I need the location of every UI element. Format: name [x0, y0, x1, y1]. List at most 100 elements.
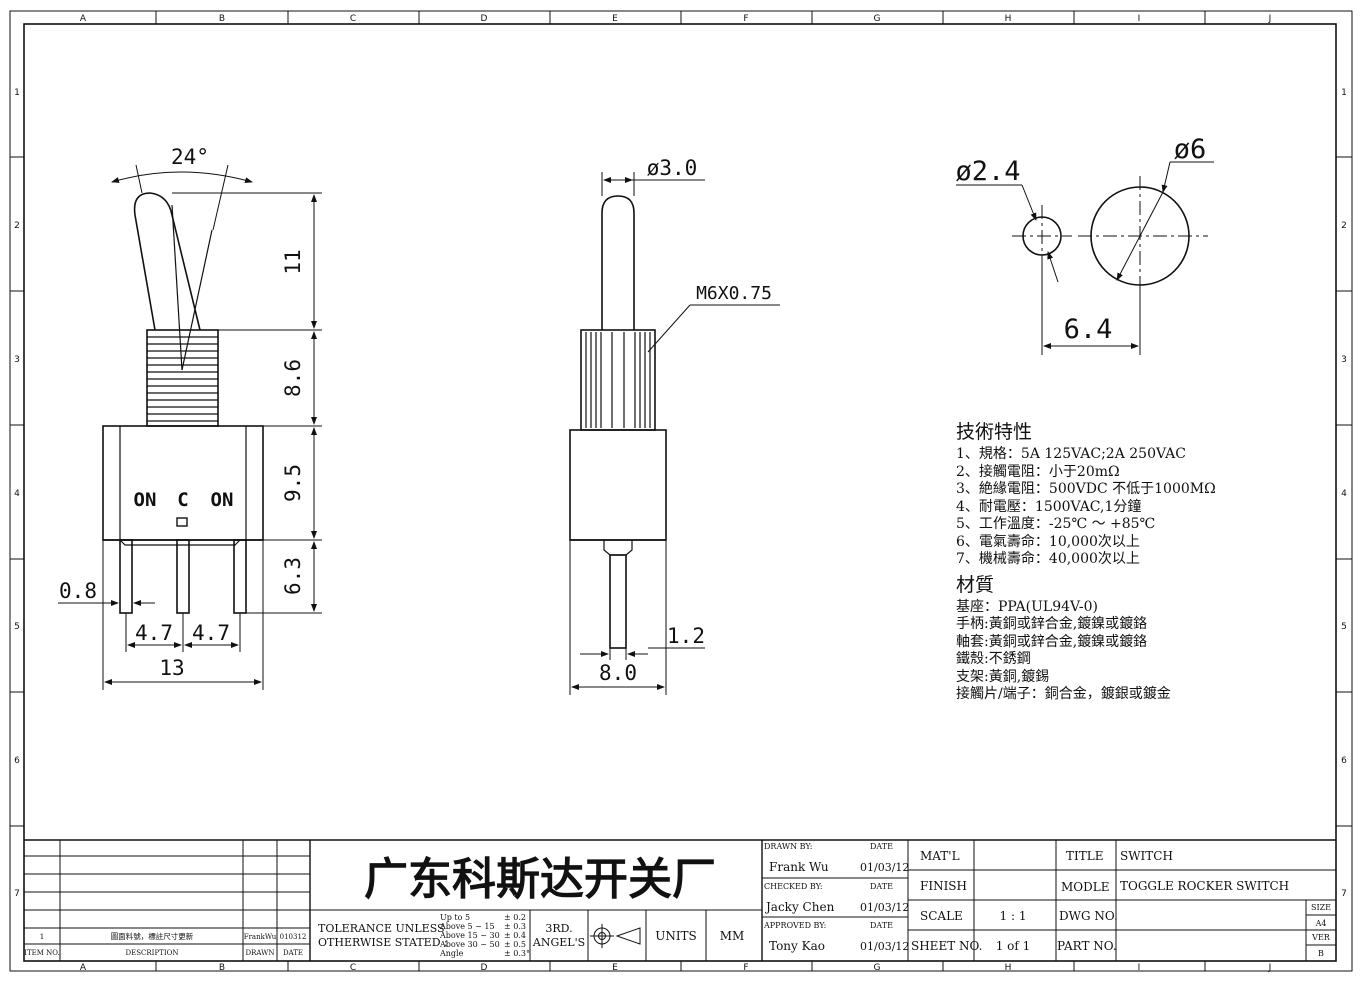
rev-header-desc: DESCRIPTION: [126, 949, 179, 957]
date-label: DATE: [870, 842, 893, 851]
col-label: H: [1005, 963, 1012, 973]
dim-pin-width: 0.8: [59, 579, 97, 603]
rev-date: 010312: [280, 933, 307, 941]
col-label: C: [350, 963, 356, 973]
front-view: [102, 192, 264, 614]
title-block-lines: [24, 840, 1336, 961]
col-label: E: [612, 14, 618, 24]
size-label: SIZE: [1311, 903, 1331, 912]
tolerance-value: ± 0.5: [504, 940, 526, 949]
on-left-label: ON: [134, 489, 157, 511]
cutout-dimensions: [956, 161, 1214, 355]
title-value: SWITCH: [1120, 849, 1173, 863]
scale-label: SCALE: [920, 909, 963, 923]
spec-item: 6、電氣壽命：10,000次以上: [956, 533, 1140, 550]
col-label: H: [1005, 14, 1012, 24]
center-marker: [176, 517, 188, 527]
side-bushing: [580, 329, 656, 431]
side-body: [569, 429, 667, 541]
side-dimensions: [569, 172, 780, 695]
material-item: 手柄:黃銅或鋅合金,鍍鎳或鍍鉻: [956, 616, 1148, 632]
row-label: 4: [14, 489, 20, 499]
dim-angle: 24°: [171, 145, 209, 169]
checked-by-name: Jacky Chen: [764, 900, 835, 914]
col-label: I: [1138, 963, 1141, 973]
company-name: 广东科斯达开关厂: [364, 854, 716, 905]
col-label: D: [481, 963, 488, 973]
col-label: G: [874, 14, 881, 24]
material-item: 接觸片/端子：銅合金，鍍銀或鍍金: [956, 686, 1171, 702]
lever-outline: [133, 192, 201, 331]
tolerance-line2: OTHERWISE STATED :: [318, 936, 448, 949]
dim-width: 13: [159, 656, 184, 680]
spec-item: 2、接觸電阻：小于20mΩ: [956, 463, 1120, 480]
tolerance-range: Above 30 ~ 50: [439, 940, 500, 949]
part-no-label: PART NO.: [1057, 939, 1117, 953]
material-item: 支架:黃銅,鍍錫: [956, 668, 1050, 685]
col-label: I: [1138, 14, 1141, 24]
side-lever: [601, 195, 635, 330]
tolerance-range: Above 5 ~ 15: [439, 922, 495, 931]
tolerance-value: ± 0.2: [504, 913, 526, 922]
model-label: MODLE: [1061, 880, 1109, 894]
col-label: F: [743, 963, 748, 973]
col-label: B: [219, 14, 225, 24]
scale-value: 1 : 1: [1000, 909, 1027, 923]
revision-table: 1 圖面料號，標註尺寸更新 FrankWu 010312 ITEM NO. DE…: [24, 931, 306, 957]
front-view-labels: ON C ON: [134, 489, 234, 511]
dim-lever-height: 11: [281, 249, 305, 274]
matl-label: MAT'L: [920, 849, 960, 863]
spec-item: 5、工作溫度：-25℃ ～ +85℃: [956, 516, 1156, 532]
checked-by-label: CHECKED BY:: [764, 882, 823, 891]
properties-block: MAT'L FINISH SCALE 1 : 1 SHEET NO. 1 of …: [911, 849, 1030, 953]
dim-pitch-left: 4.7: [135, 621, 173, 645]
spec-item: 7、機械壽命：40,000次以上: [956, 551, 1140, 567]
dim-pin-thickness: 1.2: [667, 624, 705, 648]
panel-cutout-view: [1012, 176, 1208, 296]
sheet-value: 1 of 1: [996, 939, 1031, 953]
row-label: 6: [1341, 756, 1347, 766]
material-item: 基座：PPA(UL94V-0): [956, 598, 1098, 615]
row-label: 2: [1341, 221, 1347, 231]
side-pin: [609, 554, 627, 649]
rev-item-no: 1: [40, 932, 45, 941]
row-label: 1: [14, 88, 20, 98]
grid-ticks: [10, 11, 1352, 971]
dim-pitch-right: 4.7: [192, 621, 230, 645]
grid-labels: A B C D E F G H I J A B C D E F G H I J …: [14, 14, 1347, 973]
row-label: 5: [14, 622, 20, 632]
dim-thread: M6X0.75: [696, 283, 772, 304]
tolerance-block: TOLERANCE UNLESS OTHERWISE STATED : Up t…: [318, 913, 744, 958]
drawn-by-name: Frank Wu: [769, 860, 829, 874]
date-label: DATE: [870, 921, 893, 930]
sheet-label: SHEET NO.: [911, 939, 982, 953]
tolerance-value: ± 0.3: [504, 922, 526, 931]
spec-block: 技術特性 1、規格：5A 125VAC;2A 250VAC 2、接觸電阻：小于2…: [956, 420, 1216, 704]
tolerance-range: Up to 5: [440, 913, 470, 922]
rev-header-date: DATE: [283, 949, 303, 957]
third-angle-projection-icon: [590, 924, 641, 948]
dwg-no-label: DWG NO.: [1059, 909, 1118, 923]
front-dimensions: [58, 164, 322, 690]
center-label: C: [177, 489, 188, 511]
drawn-by-label: DRAWN BY:: [764, 842, 812, 851]
lever-center-line: [171, 204, 183, 371]
col-label: J: [1268, 14, 1272, 24]
dim-hole-pitch: 6.4: [1064, 314, 1113, 345]
on-right-label: ON: [211, 489, 234, 511]
tolerance-value: ± 0.3°: [504, 949, 530, 958]
row-label: 7: [14, 889, 20, 899]
row-label: 1: [1341, 88, 1347, 98]
spec-item: 4、耐電壓：1500VAC,1分鐘: [956, 498, 1142, 515]
pin-center: [176, 539, 190, 614]
col-label: E: [612, 963, 618, 973]
projection-line1: 3RD.: [545, 922, 572, 935]
col-label: C: [350, 14, 356, 24]
tolerance-line1: TOLERANCE UNLESS: [318, 922, 445, 935]
switch-body: [102, 425, 264, 541]
dim-large-hole: ø6: [1174, 134, 1207, 165]
ver-value: B: [1318, 949, 1324, 958]
dim-lever-diameter: ø3.0: [647, 156, 698, 180]
row-label: 3: [14, 355, 20, 365]
